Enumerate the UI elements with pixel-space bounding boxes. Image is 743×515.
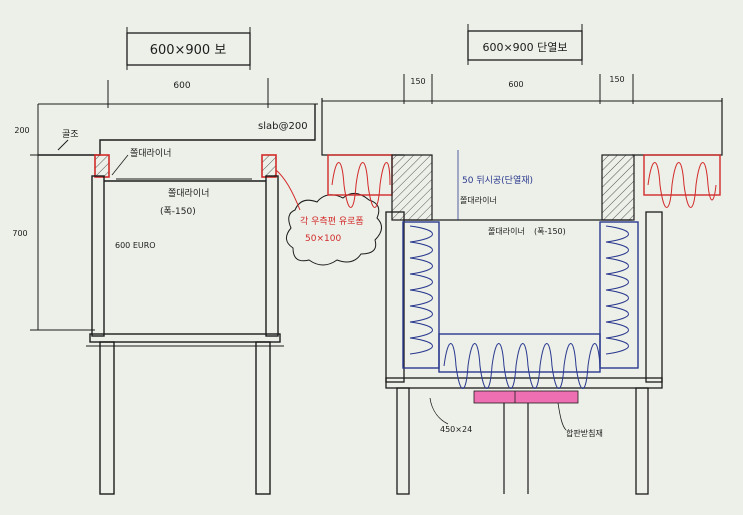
left-dim-slab: 200 (14, 126, 29, 135)
left-dim-height: 700 (12, 229, 27, 238)
left-red-block-right (261, 154, 277, 178)
left-height-dimension: 200 700 (12, 104, 100, 331)
right-slab-outline (321, 98, 723, 156)
left-slab: slab@200 골조 (38, 104, 316, 156)
right-hatched-wall-right (601, 154, 635, 221)
right-pink-block-label: 합판받침재 (566, 428, 603, 438)
left-title-box: 600×900 보 (126, 27, 251, 70)
right-pink-block (473, 390, 579, 404)
left-form-walls (89, 175, 281, 343)
right-detail: 600×900 단열보 150 600 150 (321, 24, 723, 495)
right-top-rail-label: 쫄대라이너 (460, 195, 497, 205)
left-ceiling-label: 골조 (62, 129, 79, 140)
right-support-posts (396, 387, 649, 495)
left-red-cloud-note: 각 우측편 유로폼 50×100 (275, 169, 382, 266)
left-cloud-note-line2: 50×100 (305, 234, 341, 244)
right-width-dimension: 150 600 150 (322, 74, 722, 104)
right-batten-spacing: (폭-150) (534, 227, 566, 236)
right-dim-width: 600 (508, 80, 523, 89)
left-title: 600×900 보 (150, 43, 227, 58)
right-dim-side-right: 150 (609, 75, 624, 84)
left-width-dimension: 600 (38, 78, 318, 108)
left-slab-note: slab@200 (258, 121, 308, 132)
right-form-box (385, 211, 663, 389)
right-bottom-plate-label: 450×24 (440, 425, 472, 434)
right-title-box: 600×900 단열보 (467, 24, 583, 65)
left-batten-label: 쫄대라이너 (168, 188, 209, 199)
left-cloud-note-line1: 각 우측편 유로폼 (300, 215, 364, 227)
left-red-block-left (94, 154, 110, 178)
left-dim-width: 600 (173, 81, 190, 91)
right-blue-insulation (402, 221, 639, 389)
left-support-posts (86, 341, 284, 495)
left-detail: 600×900 보 600 200 700 slab@200 골조 쫄 (12, 27, 382, 495)
right-dim-side-left: 150 (410, 77, 425, 86)
right-title: 600×900 단열보 (482, 41, 567, 54)
left-euro-label: 600 EURO (115, 241, 156, 250)
right-insulation-label: 50 뒤시공(단열재) (462, 174, 533, 186)
right-batten-label: 쫄대라이너 (488, 226, 525, 236)
right-hatched-wall-left (391, 154, 433, 221)
left-batten-spacing: (폭-150) (160, 206, 196, 217)
left-top-rail-label: 쫄대라이너 (130, 148, 171, 159)
